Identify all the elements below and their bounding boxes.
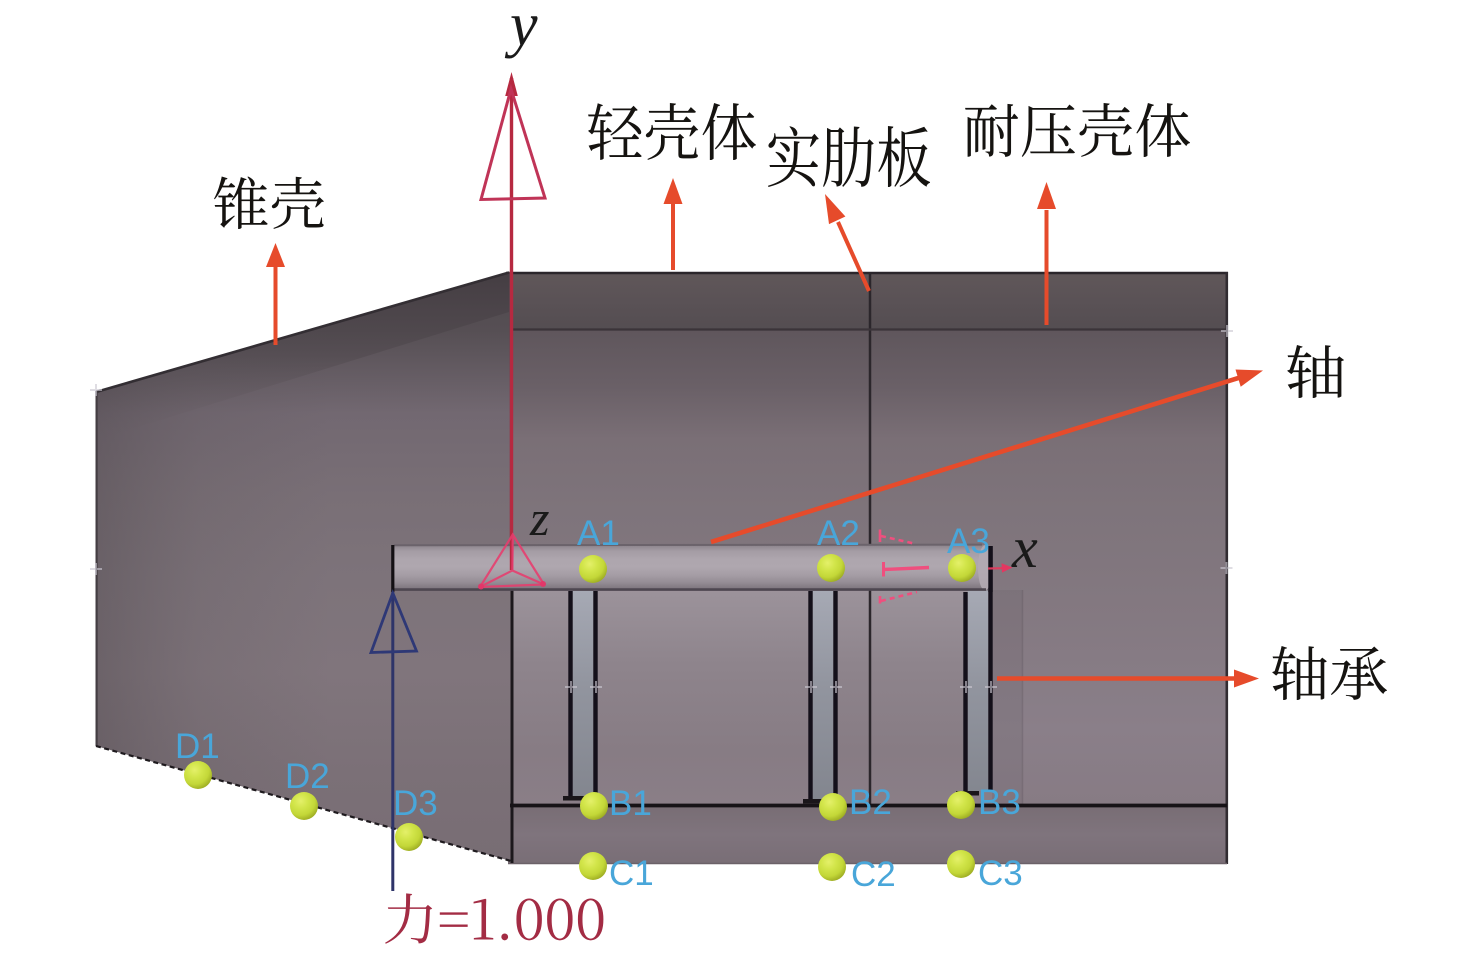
svg-text:D1: D1 — [175, 727, 220, 766]
svg-text:B3: B3 — [978, 783, 1021, 822]
svg-text:A1: A1 — [577, 514, 620, 553]
svg-text:D2: D2 — [285, 757, 330, 796]
svg-text:A3: A3 — [947, 522, 990, 561]
svg-text:y: y — [504, 0, 538, 59]
svg-text:A2: A2 — [817, 514, 860, 553]
svg-text:B2: B2 — [849, 783, 892, 822]
svg-text:C1: C1 — [609, 854, 654, 893]
svg-text:B1: B1 — [609, 784, 652, 823]
svg-text:D3: D3 — [393, 784, 438, 823]
svg-text:C3: C3 — [978, 854, 1023, 893]
svg-text:x: x — [1011, 515, 1038, 580]
svg-text:C2: C2 — [851, 855, 896, 894]
svg-text:z: z — [529, 490, 549, 546]
